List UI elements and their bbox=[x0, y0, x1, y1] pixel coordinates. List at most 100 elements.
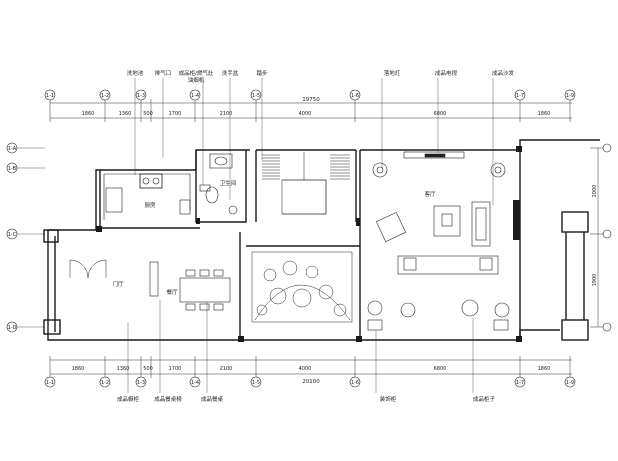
axis-bubble: 1-3 bbox=[135, 376, 147, 388]
svg-text:1-5: 1-5 bbox=[252, 380, 260, 386]
room-dining: 餐厅 bbox=[166, 288, 178, 296]
axis-bubble: 1-5 bbox=[250, 376, 262, 388]
dining-chair bbox=[213, 303, 224, 311]
axis-bubble: 1-A bbox=[6, 142, 18, 154]
axis-bubble: 1-4 bbox=[189, 89, 201, 101]
powder-room-fixtures bbox=[199, 153, 238, 215]
callout-floor-lamp: 落地灯 bbox=[384, 69, 401, 77]
svg-text:1-7: 1-7 bbox=[516, 93, 524, 99]
armchair-icon bbox=[375, 211, 407, 243]
right-dim-lower: 1900 bbox=[592, 274, 598, 287]
callout-range-hood: 油烟机 bbox=[188, 76, 205, 84]
callout-sofa: 成品沙发 bbox=[492, 69, 515, 77]
axis-bubble bbox=[602, 229, 612, 239]
axis-bubble: 1-9 bbox=[564, 89, 576, 101]
room-kitchen: 厨房 bbox=[144, 201, 156, 209]
right-dimension bbox=[590, 147, 604, 328]
dim-seg-3: 500 bbox=[143, 366, 153, 372]
left-axis-bubbles: 1-A 1-B 1-C 1-D bbox=[6, 142, 18, 333]
axis-bubble: 1-B bbox=[6, 162, 18, 174]
svg-text:1-9: 1-9 bbox=[566, 380, 574, 386]
axis-bubble: 1-D bbox=[6, 321, 18, 333]
dim-seg-1: 1860 bbox=[82, 111, 95, 117]
callout-mop-sink: 洗地池 bbox=[127, 69, 144, 77]
dim-seg-8: 1860 bbox=[538, 111, 551, 117]
bottom-segment-dims: 1860 1360 500 1700 2100 4000 6800 1860 bbox=[72, 366, 551, 372]
stove-icon bbox=[139, 173, 163, 189]
svg-text:1-9: 1-9 bbox=[566, 93, 574, 99]
axis-bubble: 1-1 bbox=[44, 376, 56, 388]
room-entry: 门厅 bbox=[112, 280, 124, 288]
svg-text:1-5: 1-5 bbox=[252, 93, 260, 99]
top-dimension-block bbox=[49, 99, 572, 122]
svg-text:1-3: 1-3 bbox=[137, 93, 145, 99]
dim-seg-5: 2100 bbox=[220, 366, 233, 372]
dim-seg-6: 4000 bbox=[299, 111, 312, 117]
column-blocks bbox=[96, 146, 522, 342]
dim-seg-1: 1860 bbox=[72, 366, 85, 372]
walls bbox=[43, 139, 600, 341]
left-grid-axes bbox=[16, 147, 45, 328]
coffee-table bbox=[433, 205, 461, 237]
dim-seg-2: 1360 bbox=[119, 111, 132, 117]
staircase bbox=[262, 152, 350, 215]
dim-seg-3: 500 bbox=[143, 111, 153, 117]
callout-tv: 成品电视 bbox=[435, 69, 458, 77]
dining-chair bbox=[185, 303, 196, 311]
floor-lamps bbox=[372, 162, 506, 178]
callout-cabinet: 成品橱柜 bbox=[117, 395, 140, 403]
room-living: 客厅 bbox=[424, 190, 436, 198]
svg-text:1-C: 1-C bbox=[8, 232, 17, 238]
dining-chair bbox=[199, 269, 210, 277]
svg-text:1-3: 1-3 bbox=[137, 380, 145, 386]
dim-seg-7: 6800 bbox=[434, 111, 447, 117]
axis-bubble: 1-2 bbox=[99, 376, 111, 388]
kitchen-counter bbox=[103, 173, 191, 220]
svg-text:1-6: 1-6 bbox=[351, 380, 359, 386]
callout-basin: 洗手盆 bbox=[222, 69, 239, 77]
axis-bubble: 1-2 bbox=[99, 89, 111, 101]
svg-text:1-A: 1-A bbox=[8, 146, 17, 152]
dim-seg-7: 6800 bbox=[434, 366, 447, 372]
callout-exhaust: 排气口 bbox=[155, 69, 172, 77]
right-axis-bubbles bbox=[602, 143, 612, 332]
dim-seg-5: 2100 bbox=[220, 111, 233, 117]
axis-bubble: 1-3 bbox=[135, 89, 147, 101]
callout-steps: 踏步 bbox=[256, 69, 268, 77]
axis-bubble bbox=[602, 143, 612, 153]
axis-bubble bbox=[602, 322, 612, 332]
long-sofa bbox=[397, 255, 499, 275]
callout-dining-chairs: 成品餐桌椅 bbox=[154, 395, 182, 403]
svg-text:1-4: 1-4 bbox=[191, 380, 199, 386]
top-callouts bbox=[134, 78, 494, 205]
callout-display-cabinet: 装饰柜 bbox=[380, 395, 397, 403]
decor-zone bbox=[251, 251, 353, 323]
axis-bubble: 1-1 bbox=[44, 89, 56, 101]
dining-chair bbox=[213, 269, 224, 277]
svg-text:1-2: 1-2 bbox=[101, 93, 109, 99]
callout-dining-table: 成品餐桌 bbox=[201, 395, 224, 403]
axis-bubble: 1-6 bbox=[349, 89, 361, 101]
dining-chair bbox=[185, 269, 196, 277]
axis-bubble: 1-7 bbox=[514, 89, 526, 101]
svg-text:1-B: 1-B bbox=[8, 166, 17, 172]
dim-seg-6: 4000 bbox=[299, 366, 312, 372]
dining-set bbox=[149, 261, 231, 311]
axis-bubble: 1-4 bbox=[189, 376, 201, 388]
top-grid-axes: 1-1 1-2 1-3 1-4 1-5 1-6 1-7 1-9 bbox=[44, 89, 576, 101]
dim-seg-2: 1360 bbox=[117, 366, 130, 372]
axis-bubble: 1-6 bbox=[349, 376, 361, 388]
tv-unit bbox=[403, 151, 465, 159]
dining-chair bbox=[199, 303, 210, 311]
callout-cabinet-stove: 成品柜/燃气灶 bbox=[179, 69, 214, 77]
svg-text:1-D: 1-D bbox=[8, 325, 17, 331]
bottom-total-dim: 20100 bbox=[302, 379, 320, 385]
svg-text:1-1: 1-1 bbox=[46, 93, 54, 99]
svg-text:1-1: 1-1 bbox=[46, 380, 54, 386]
svg-text:1-2: 1-2 bbox=[101, 380, 109, 386]
svg-text:1-6: 1-6 bbox=[351, 93, 359, 99]
dim-seg-4: 1700 bbox=[169, 366, 182, 372]
entry-doors bbox=[69, 259, 107, 279]
window-seat bbox=[367, 299, 510, 331]
